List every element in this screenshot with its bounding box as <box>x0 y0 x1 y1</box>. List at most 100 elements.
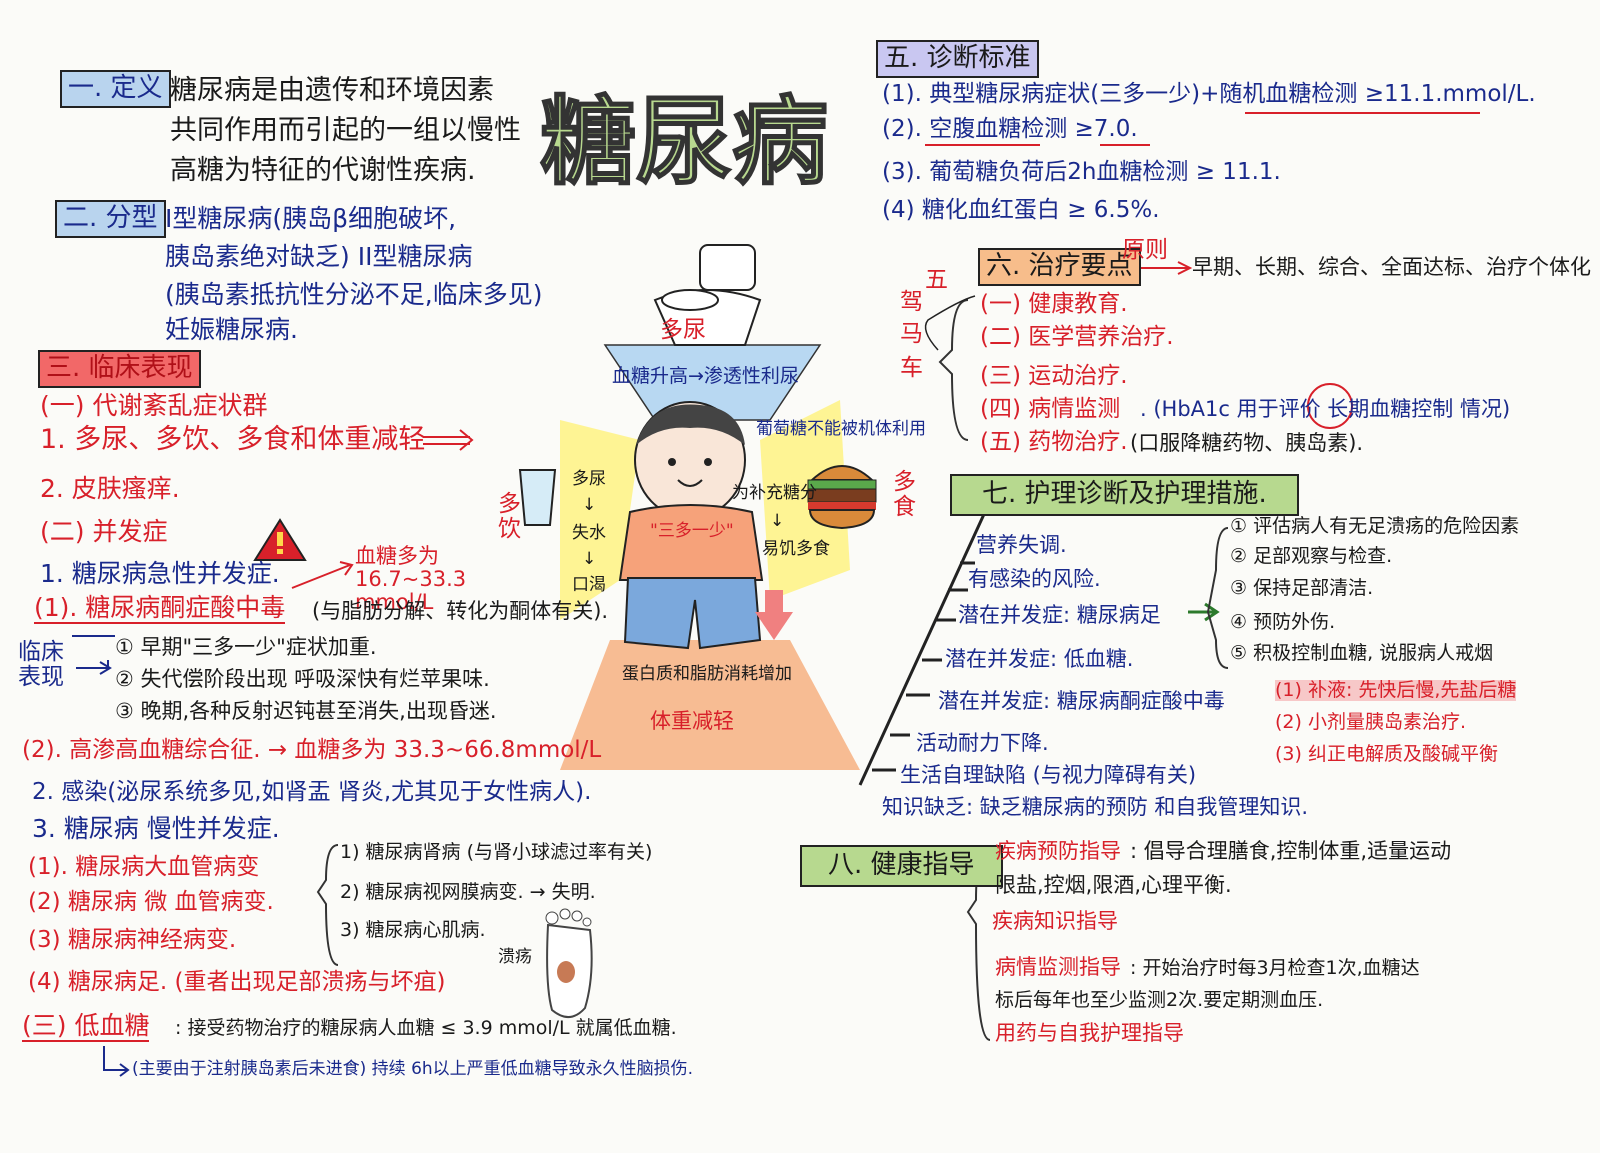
toilet-icon <box>653 244 762 346</box>
s6-item-4: (四) 病情监测 <box>980 396 1121 422</box>
nursing-trunk <box>858 511 987 786</box>
center-polydipsia: 多饮 <box>498 491 521 543</box>
center-fat-text: 蛋白质和脂肪消耗增加 <box>622 664 792 684</box>
clinical-arrow <box>76 660 112 675</box>
s6-principle-text: 早期、长期、综合、全面达标、治疗个体化 <box>1192 255 1591 279</box>
s6-car-3: 车 <box>900 355 923 381</box>
s3-chronic-2: (2) 糖尿病 微 血管病变. <box>28 889 274 915</box>
s1-heading: 一. 定义 <box>60 70 171 108</box>
center-polyuria: 多尿 <box>660 317 706 343</box>
center-polyphagia: 多食 <box>893 469 916 521</box>
center-flow-right-2: 易饥多食 <box>762 539 830 559</box>
center-glucose-use: 葡萄糖不能被机体利用 <box>756 419 926 439</box>
s5-line-2: (2). 空腹血糖检测 ≥7.0. <box>882 116 1138 142</box>
yellow-ray-right <box>760 400 850 600</box>
s3-acute: 1. 糖尿病急性并发症. <box>40 559 280 588</box>
s7-heading: 七. 护理诊断及护理措施. <box>950 474 1299 516</box>
s6-car-1: 驾 <box>900 289 923 315</box>
s7-dka-care-1: (1) 补液: 先快后慢,先盐后糖 <box>1275 679 1517 701</box>
s7-foot-care-5: ⑤ 积极控制血糖, 说服病人戒烟 <box>1230 642 1494 664</box>
s7-foot-care-1: ① 评估病人有无足溃疡的危险因素 <box>1230 515 1520 537</box>
s6-principle-label: 原则 <box>1122 237 1168 263</box>
s3-stage-2: ② 失代偿阶段出现 呼吸深快有烂苹果味. <box>115 667 490 691</box>
s7-item-5: 潜在并发症: 糖尿病酮症酸中毒 <box>938 689 1225 713</box>
center-flow-left-3: ↓ <box>582 549 597 569</box>
s1-line-3: 高糖为特征的代谢性疾病. <box>170 155 476 186</box>
s5-line-1: (1). 典型糖尿病症状(三多一少)+随机血糖检测 ≥11.1.mmol/L. <box>882 81 1536 107</box>
s3-micro-3: 3) 糖尿病心肌病. <box>340 919 486 941</box>
s3-line-1: 1. 多尿、多饮、多食和体重减轻 <box>40 424 426 455</box>
s5-line-4: (4) 糖化血红蛋白 ≥ 6.5%. <box>882 197 1160 223</box>
s3-dka-note: (与脂肪分解、转化为酮体有关). <box>312 599 609 623</box>
center-flow-right-1: ↓ <box>770 511 785 531</box>
center-weight-text: 体重减轻 <box>650 709 734 733</box>
s7-dka-care-2: (2) 小剂量胰岛素治疗. <box>1275 711 1466 733</box>
s3-stage-1: ① 早期"三多一少"症状加重. <box>115 635 377 659</box>
s3-dka: (1). 糖尿病酮症酸中毒 <box>34 593 286 624</box>
s1-line-1: 糖尿病是由遗传和环境因素 <box>170 75 494 106</box>
s8-item-3-text: : 开始治疗时每3月检查1次,血糖达 <box>1130 957 1420 979</box>
s8-item-1-text: : 倡导合理膳食,控制体重,适量运动 <box>1130 839 1452 863</box>
s3-hypo-note: (主要由于注射胰岛素后未进食) 持续 6h以上严重低血糖导致永久性脑损伤. <box>132 1059 694 1079</box>
s2-line-4: 妊娠糖尿病. <box>165 315 298 344</box>
s2-line-2: 胰岛素绝对缺乏) II型糖尿病 <box>165 242 473 271</box>
s6-item-2: (二) 医学营养治疗. <box>980 324 1174 350</box>
s6-item-3: (三) 运动治疗. <box>980 363 1128 389</box>
s7-item-1: 营养失调. <box>976 533 1067 557</box>
s8-item-4-label: 用药与自我护理指导 <box>995 1021 1184 1045</box>
s8-item-2-label: 疾病知识指导 <box>992 909 1118 933</box>
floor-shape <box>560 640 860 770</box>
center-flow-left-4: 口渴 <box>572 575 606 595</box>
s3-glucose-note: 血糖多为16.7~33.3 mmol/L <box>355 544 467 615</box>
center-flow-left-0: 多尿 <box>572 469 606 489</box>
foot-icon <box>545 908 593 1018</box>
s8-heading: 八. 健康指导 <box>800 845 1003 887</box>
center-flow-left-1: ↓ <box>582 495 597 515</box>
s3-chronic-1: (1). 糖尿病大血管病变 <box>28 854 260 880</box>
character-figure <box>618 401 764 650</box>
s3-sub1: (一) 代谢紊乱症状群 <box>40 391 268 420</box>
s8-item-3-label: 病情监测指导 <box>995 955 1121 979</box>
s3-chronic: 3. 糖尿病 慢性并发症. <box>32 814 280 843</box>
s8-item-3-text2: 标后每年也至少监测2次.要定期测血压. <box>995 989 1324 1011</box>
foot-care-bracket <box>1206 527 1229 669</box>
s8-item-1-label: 疾病预防指导 <box>995 839 1121 863</box>
s3-heading: 三. 临床表现 <box>38 350 201 388</box>
s6-car-2: 马 <box>900 321 923 347</box>
cup-icon <box>518 469 557 526</box>
hypo-arrow <box>103 1046 130 1077</box>
six-bracket <box>938 299 969 441</box>
s6-item-5: (五) 药物治疗. <box>980 429 1128 455</box>
s3-sub2: (二) 并发症 <box>40 517 168 546</box>
s3-micro-2: 2) 糖尿病视网膜病变. → 失明. <box>340 881 596 903</box>
s3-hhs: (2). 高渗高血糖综合征. → 血糖多为 33.3~66.8mmol/L <box>22 737 602 763</box>
s3-stage-3: ③ 晚期,各种反射迟钝甚至消失,出现昏迷. <box>115 699 497 723</box>
arrow-glucose-note <box>291 561 354 589</box>
s7-item-4: 潜在并发症: 低血糖. <box>945 647 1134 671</box>
s6-item-1: (一) 健康教育. <box>980 291 1128 317</box>
s3-clinical-label: 临床表现 <box>18 639 64 691</box>
weight-down-arrow <box>755 590 793 640</box>
nursing-branches <box>872 561 975 772</box>
page-title: 糖尿病 <box>539 86 829 198</box>
center-flow-left-2: 失水 <box>572 523 606 543</box>
s6-drug-note: (口服降糖药物、胰岛素). <box>1130 431 1364 455</box>
s7-item-7: 生活自理缺陷 (与视力障碍有关) <box>900 763 1197 787</box>
double-arrow <box>423 429 474 451</box>
s7-item-8: 知识缺乏: 缺乏糖尿病的预防 和自我管理知识. <box>882 795 1309 819</box>
s2-line-1: I型糖尿病(胰岛β细胞破坏, <box>165 204 457 233</box>
micro-bracket <box>316 844 339 966</box>
s3-hypo-head: (三) 低血糖 <box>22 1011 150 1042</box>
s6-monitor-note: . (HbA1c 用于评价 长期血糖控制 情况) <box>1140 397 1511 421</box>
s7-dka-care-3: (3) 纠正电解质及酸碱平衡 <box>1275 743 1498 765</box>
s7-foot-care-3: ③ 保持足部清洁. <box>1230 577 1374 599</box>
s3-chronic-3: (3) 糖尿病神经病变. <box>28 927 237 953</box>
s2-line-3: (胰岛素抵抗性分泌不足,临床多见) <box>165 280 543 309</box>
s6-car-0: 五 <box>925 267 948 293</box>
yellow-ray-left <box>560 420 640 620</box>
center-ulcer-text: 溃疡 <box>498 947 532 967</box>
s7-item-2: 有感染的风险. <box>968 567 1101 591</box>
s7-item-3: 潜在并发症: 糖尿病足 <box>958 603 1161 627</box>
center-shirt-text: "三多一少" <box>650 521 734 541</box>
s6-heading: 六. 治疗要点 <box>978 248 1141 286</box>
